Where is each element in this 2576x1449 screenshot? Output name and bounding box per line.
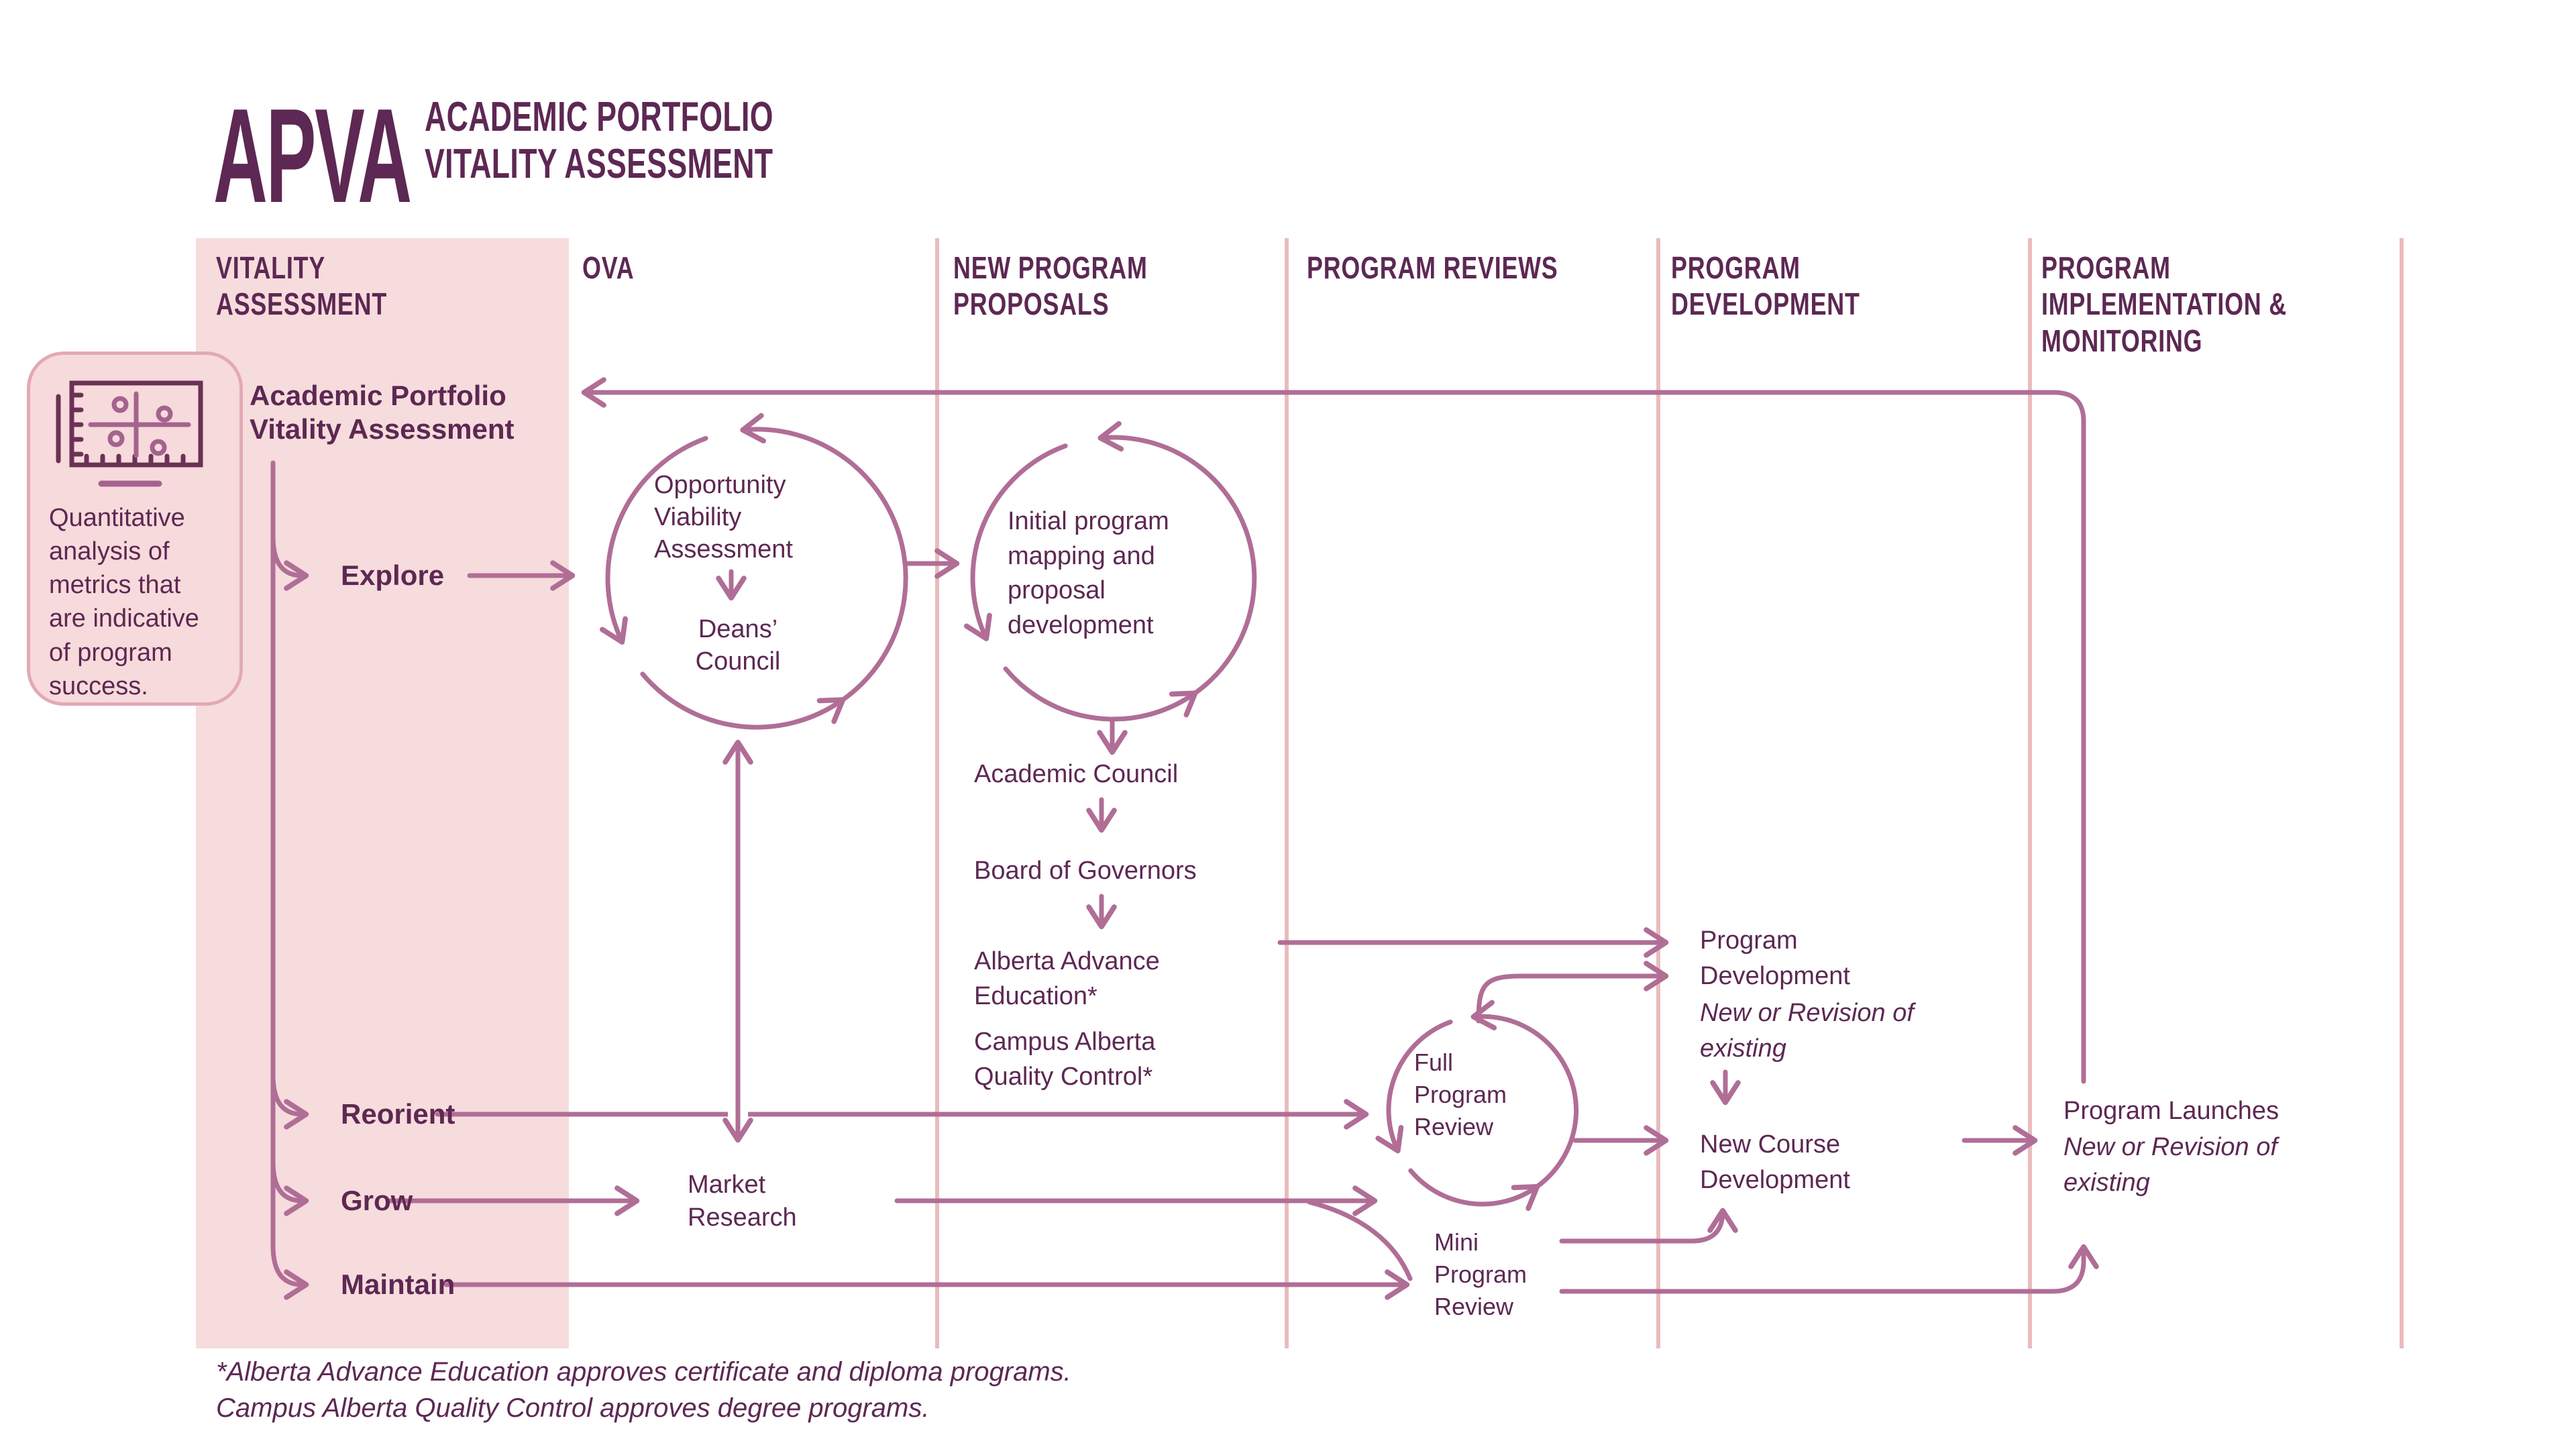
cycle-ova <box>600 413 908 730</box>
callout-text: Quantitative analysis of metrics that ar… <box>49 504 199 700</box>
connector-branch-maintain <box>270 1243 309 1300</box>
connector-branch-explore <box>270 534 309 591</box>
column-divider-4 <box>2028 238 2032 1348</box>
page-title-acronym: APVA <box>213 81 412 231</box>
node-alberta-advance: Alberta Advance Education* <box>974 947 1160 1010</box>
connector-feedback-loop <box>581 377 2086 1084</box>
footnote: *Alberta Advance Education approves cert… <box>216 1357 1071 1423</box>
vitality-column-bg <box>196 238 569 1348</box>
column-header-vitality-assessment: VITALITY ASSESSMENT <box>216 250 388 322</box>
callout-card: Quantitative analysis of metrics that ar… <box>27 352 243 706</box>
column-divider-1 <box>935 238 939 1348</box>
node-reorient: Reorient <box>341 1098 455 1130</box>
connector-branch-grow <box>270 1159 309 1216</box>
node-explore: Explore <box>341 559 445 591</box>
node-grow: Grow <box>341 1185 413 1216</box>
column-divider-3 <box>1656 238 1660 1348</box>
column-header-new-program-proposals: NEW PROGRAM PROPOSALS <box>953 250 1148 322</box>
page-title-subtitle: ACADEMIC PORTFOLIO VITALITY ASSESSMENT <box>425 94 773 188</box>
connector-full-review-to-program-development <box>1476 961 1669 1024</box>
scatter-chart-icon <box>49 375 217 496</box>
node-ova-cycle-label: Opportunity Viability Assessment <box>654 471 793 564</box>
node-campus-alberta: Campus Alberta Quality Control* <box>974 1028 1156 1091</box>
node-deans-council: Deans’ Council <box>695 615 781 676</box>
node-full-program-review: Full Program Review <box>1414 1049 1507 1140</box>
connector-mini-to-launch <box>1559 1244 2099 1294</box>
column-header-ova: OVA <box>582 250 635 285</box>
column-header-program-reviews: PROGRAM REVIEWS <box>1307 250 1558 285</box>
node-maintain: Maintain <box>341 1269 455 1300</box>
column-header-program-development: PROGRAM DEVELOPMENT <box>1671 250 1860 322</box>
node-board-governors: Board of Governors <box>974 857 1197 885</box>
connector-mini-to-new-course <box>1559 1208 1738 1244</box>
column-header-program-implementation: PROGRAM IMPLEMENTATION & MONITORING <box>2041 250 2287 358</box>
node-new-course-development: New Course Development <box>1700 1130 1850 1195</box>
node-initial-mapping: Initial program mapping and proposal dev… <box>1008 507 1169 640</box>
node-program-launches: Program Launches <box>2063 1097 2279 1125</box>
node-program-development: Program Development <box>1700 926 1850 991</box>
cycle-initial-mapping <box>963 421 1257 722</box>
node-program-development-subtitle: New or Revision of existing <box>1700 999 1914 1063</box>
connector-grow-branch-to-mini <box>1307 1199 1413 1281</box>
node-academic-council: Academic Council <box>974 760 1179 788</box>
column-divider-5 <box>2400 238 2404 1348</box>
node-apva: Academic Portfolio Vitality Assessment <box>250 380 515 445</box>
node-market-research: Market Research <box>688 1171 797 1232</box>
cycle-full-program-review <box>1375 1000 1579 1212</box>
node-mini-program-review: Mini Program Review <box>1434 1228 1527 1320</box>
column-divider-2 <box>1285 238 1289 1348</box>
node-program-launches-subtitle: New or Revision of existing <box>2063 1133 2277 1197</box>
connector-branch-reorient <box>270 1073 309 1130</box>
